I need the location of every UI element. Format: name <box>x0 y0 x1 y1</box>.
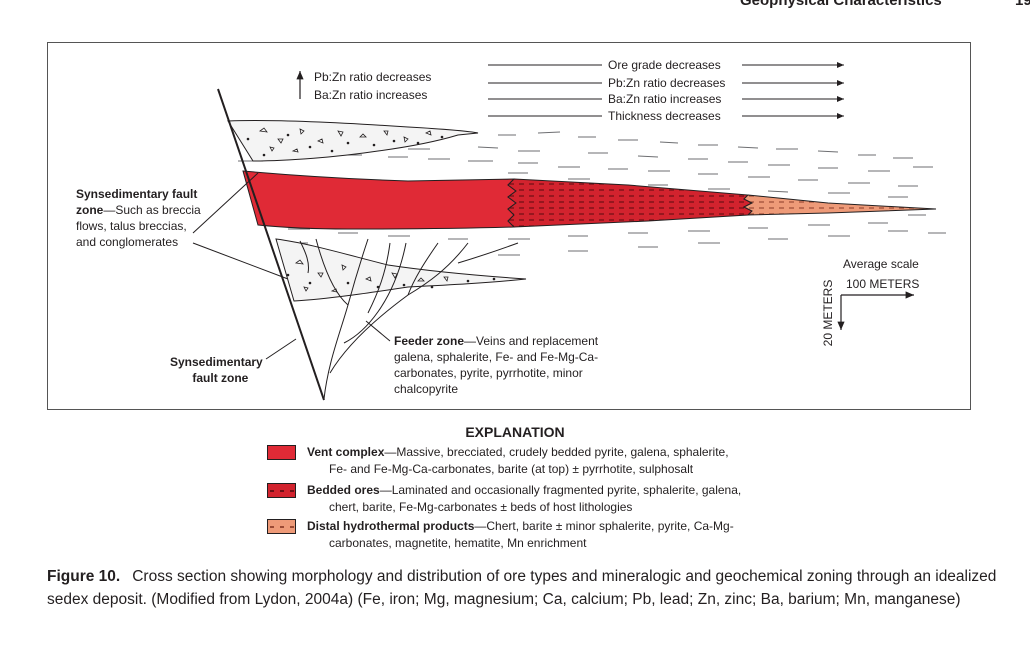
bedded-ores-orebody <box>507 178 754 228</box>
synsed-lower-label: Synsedimentary fault zone <box>170 355 263 385</box>
vent-complex-orebody <box>242 170 517 230</box>
scale-horizontal-label: 100 METERS <box>846 277 920 291</box>
cross-section-diagram: Pb:Zn ratio decreases Ba:Zn ratio increa… <box>47 42 971 410</box>
explanation-title: EXPLANATION <box>465 424 565 440</box>
distal-hydrothermal-orebody <box>742 194 937 216</box>
feeder-zone-label: Feeder zone—Veins and replacement galena… <box>394 334 599 396</box>
figure-number: Figure 10. <box>47 568 121 585</box>
trend-label-ore-grade: Ore grade decreases <box>608 58 721 72</box>
leader-lines <box>192 172 391 360</box>
lower-breccia-wedge <box>275 238 527 302</box>
left-ratio-label-2: Ba:Zn ratio increases <box>314 88 428 102</box>
running-head: Geophysical Characteristics 19 <box>740 0 1030 9</box>
bedded-ores-swatch <box>267 483 296 498</box>
trend-label-pbzn: Pb:Zn ratio decreases <box>608 76 726 90</box>
trend-label-bazn: Ba:Zn ratio increases <box>608 92 722 106</box>
host-sediment-dashes <box>238 131 946 256</box>
trend-label-thickness: Thickness decreases <box>608 109 721 123</box>
synsedimentary-fault-line <box>217 88 325 401</box>
page-number: 19 <box>1015 0 1030 9</box>
synsed-upper-label: Synsedimentary fault zone—Such as brecci… <box>76 187 201 249</box>
upper-breccia-clasts <box>246 127 444 157</box>
upper-breccia-wedge <box>227 119 479 162</box>
feeder-veins <box>299 238 519 400</box>
left-ratio-label-1: Pb:Zn ratio decreases <box>314 70 432 84</box>
distal-hydrothermal-swatch <box>267 519 296 534</box>
top-trend-arrows <box>488 62 844 119</box>
vent-complex-swatch <box>267 445 296 460</box>
figure-caption: Figure 10.Cross section showing morpholo… <box>47 565 1007 611</box>
scale-bar <box>837 291 914 330</box>
cross-section-figure <box>192 62 946 401</box>
scale-title: Average scale <box>843 257 919 271</box>
scale-vertical-label: 20 METERS <box>821 279 835 347</box>
caption-text: Cross section showing morphology and dis… <box>47 568 997 608</box>
